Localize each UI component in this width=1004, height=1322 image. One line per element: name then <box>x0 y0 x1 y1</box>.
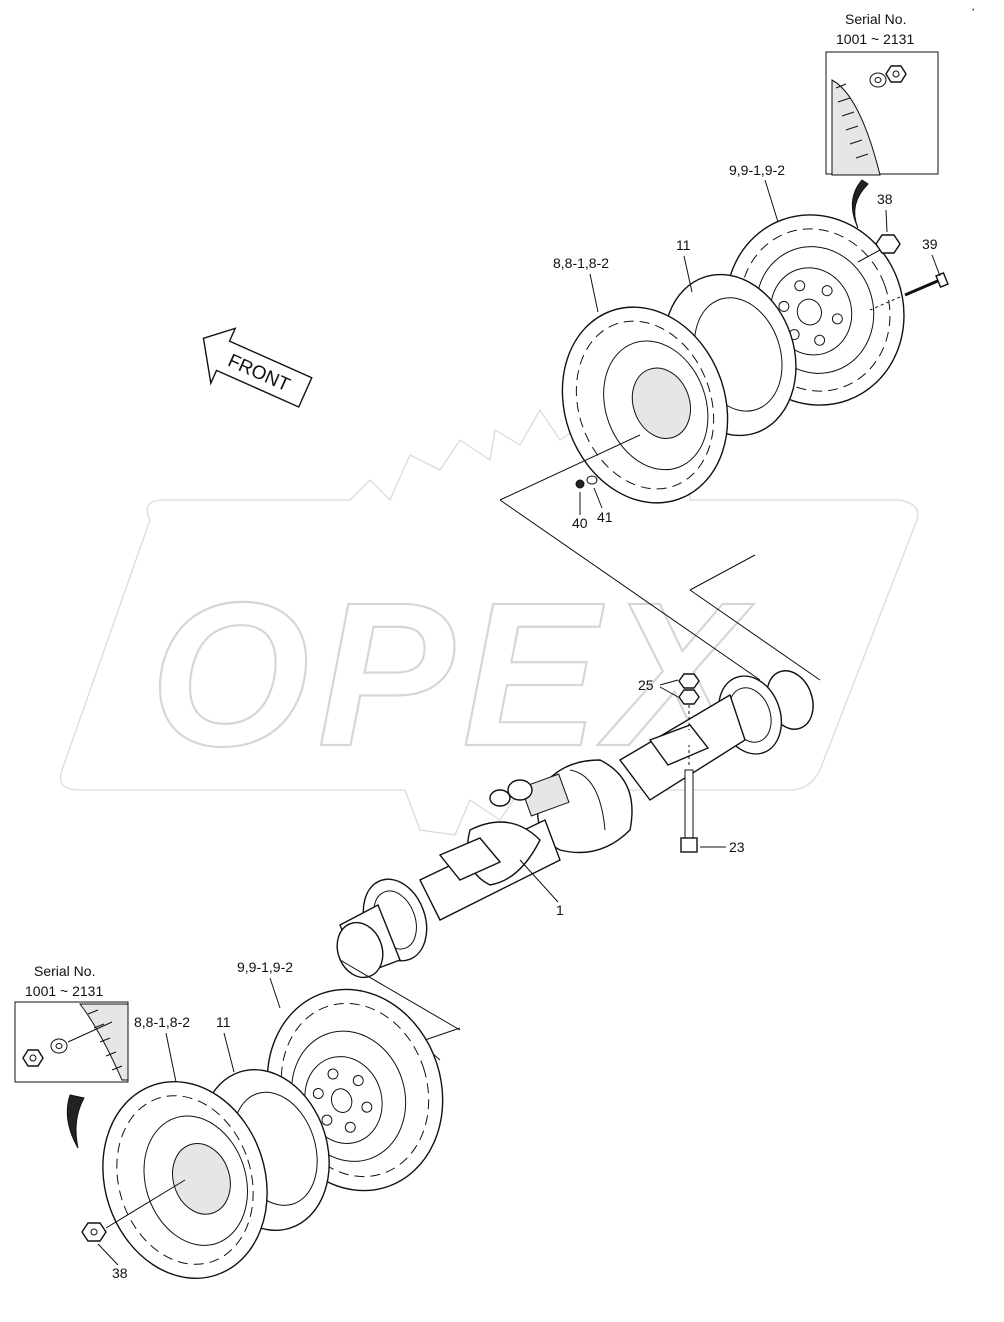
top-nut-icon <box>875 234 901 254</box>
inset-bottom-pointer <box>66 1094 85 1149</box>
inset-bottom-range: 1001 ~ 2131 <box>25 983 103 999</box>
callout-bottom-inner-wheel: 8,8-1,8-2 <box>134 1014 190 1030</box>
axle-assembly <box>336 670 814 979</box>
callout-bottom-spacer: 11 <box>216 1014 231 1030</box>
axle-nut-icons <box>678 673 700 705</box>
callout-top-bolt: 39 <box>922 236 938 252</box>
inset-top-tire-icon <box>831 79 881 176</box>
callout-top-washer: 41 <box>597 509 613 525</box>
callout-top-spacer: 11 <box>676 237 691 253</box>
callout-top-inner-wheel: 8,8-1,8-2 <box>553 255 609 271</box>
opex-watermark: OPEX <box>59 408 919 836</box>
inset-top-range: 1001 ~ 2131 <box>836 31 914 47</box>
inset-bottom-washer-nut-icon <box>22 1038 68 1067</box>
callout-bottom-nut: 38 <box>112 1265 128 1281</box>
top-small-nut-washer-icon <box>575 475 598 489</box>
inset-top-title: Serial No. <box>845 11 906 27</box>
bottom-nut-icon <box>81 1222 107 1242</box>
inset-top-serial: Serial No. 1001 ~ 2131 <box>825 11 939 176</box>
inset-top-washer-nut-icon <box>869 65 907 88</box>
callout-top-nut-small: 40 <box>572 515 588 531</box>
inset-bottom-tire-icon <box>78 1003 129 1081</box>
inset-top-pointer <box>851 179 869 229</box>
front-direction-arrow: FRONT <box>202 327 313 408</box>
inset-bottom-title: Serial No. <box>34 963 95 979</box>
axle-bolt-icon <box>680 769 698 853</box>
callout-axle: 1 <box>556 902 564 918</box>
callout-bottom-outer-wheel: 9,9-1,9-2 <box>237 959 293 975</box>
callout-top-nut: 38 <box>877 191 893 207</box>
callout-axle-bolt: 23 <box>729 839 745 855</box>
top-inner-wheel <box>561 306 729 504</box>
inset-bottom-serial: Serial No. 1001 ~ 2131 <box>14 963 129 1083</box>
corner-mark: • <box>972 7 975 14</box>
callout-top-outer-wheel: 9,9-1,9-2 <box>729 162 785 178</box>
callout-axle-nuts: 25 <box>638 677 654 693</box>
top-bolt-icon <box>904 272 949 297</box>
